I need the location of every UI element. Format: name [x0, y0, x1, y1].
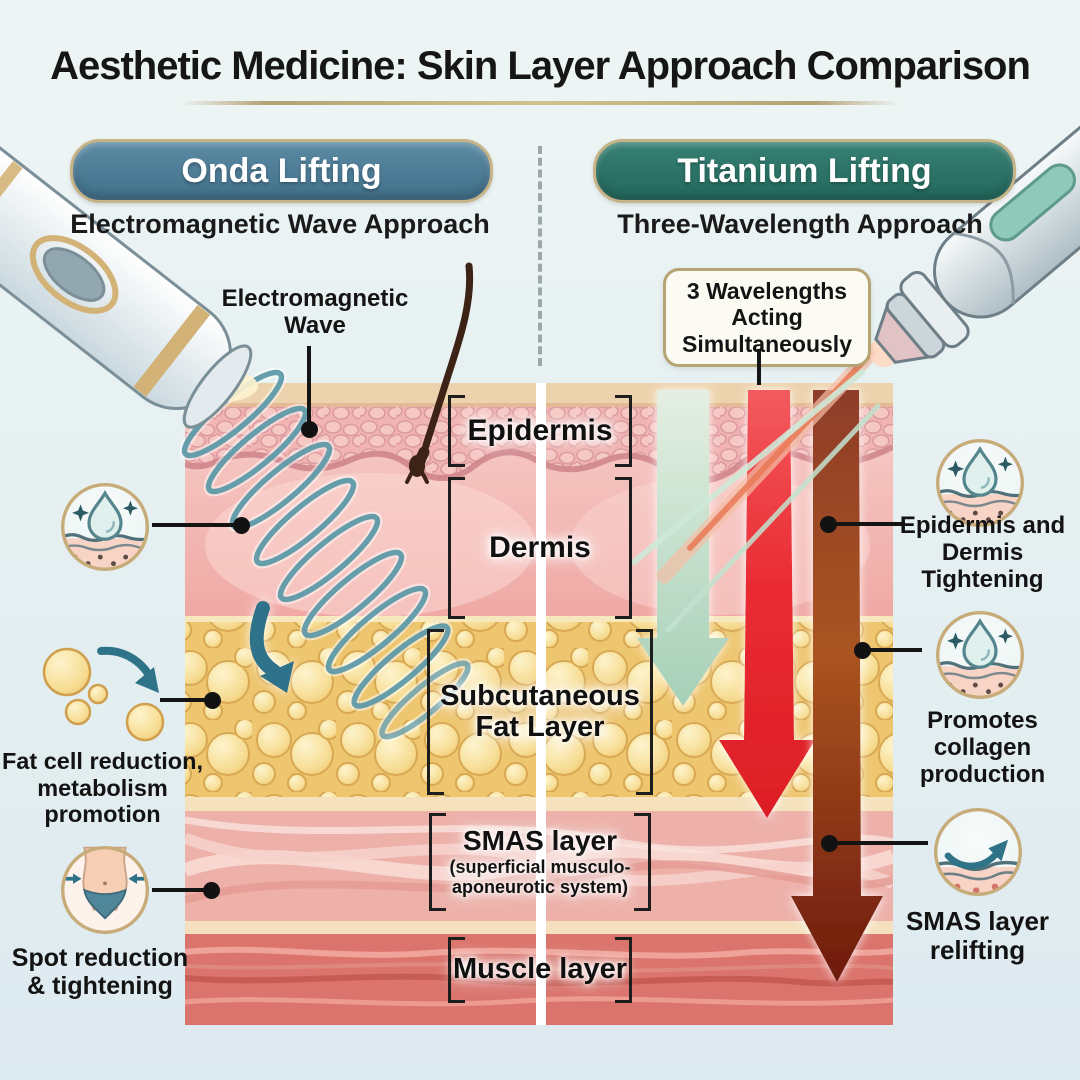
waist-slimming-icon: [60, 845, 150, 935]
hair-follicle: [405, 262, 474, 484]
epidermis-dermis-tightening-label: Epidermis and Dermis Tightening: [899, 512, 1066, 594]
collagen-production-label: Promotes collagen production: [919, 707, 1046, 789]
droplet-sparkle-skin-icon: [933, 608, 1027, 702]
titanium-subtitle: Three-Wavelength Approach: [617, 209, 983, 239]
layer-name: Muscle layer: [452, 953, 628, 986]
fat-reduction-label: Fat cell reduction, metabolism promotion: [1, 748, 204, 828]
smas-leader-line-left: [152, 888, 204, 892]
column-divider-dashed: [538, 146, 542, 366]
spot-reduction-label: Spot reduction & tightening: [11, 944, 189, 1001]
smas-relifting-icon: [931, 805, 1025, 899]
collagen-leader-dot: [854, 642, 871, 659]
bracket-right: [636, 629, 653, 795]
tightening-leader-dot: [820, 516, 837, 533]
wave-leader-line: [307, 346, 311, 424]
bracket-right: [634, 813, 651, 911]
bracket-right: [615, 395, 632, 467]
layer-name: SMAS layer: [462, 825, 618, 857]
smas-leader-dot-left: [203, 882, 220, 899]
onda-lifting-header: Onda Lifting: [70, 139, 493, 203]
bracket-left: [448, 937, 465, 1003]
fat-leader-line: [160, 698, 206, 702]
laser-beams: [631, 345, 881, 633]
droplet-sparkle-skin-icon: [58, 480, 152, 574]
bracket-left: [429, 813, 446, 911]
fat-cells-icon: [42, 646, 165, 742]
dermis-leader-line-left: [152, 523, 241, 527]
page-title: Aesthetic Medicine: Skin Layer Approach …: [50, 44, 1031, 88]
wave-leader-dot: [301, 421, 318, 438]
dermis-leader-dot-left: [233, 517, 250, 534]
relift-leader-dot: [821, 835, 838, 852]
bracket-left: [427, 629, 444, 795]
layer-label-muscle: Muscle layer: [448, 937, 632, 1003]
electromagnetic-wave-label: Electromagnetic Wave: [221, 285, 409, 339]
callout-leader-line: [757, 349, 761, 385]
wavelength-arrow-deep: [791, 390, 883, 982]
title-underline: [180, 101, 900, 105]
bracket-left: [448, 477, 465, 619]
layer-label-subcutaneous-fat: Subcutaneous Fat Layer: [427, 629, 653, 795]
smas-relifting-label: SMAS layer relifting: [905, 906, 1050, 966]
layer-name: Dermis: [489, 530, 591, 564]
onda-subtitle: Electromagnetic Wave Approach: [70, 209, 490, 239]
layer-name: Subcutaneous Fat Layer: [440, 679, 640, 743]
layer-label-epidermis: Epidermis: [448, 395, 632, 467]
bracket-right: [615, 937, 632, 1003]
layer-subname: (superficial musculo- aponeurotic system…: [449, 857, 631, 898]
bracket-right: [615, 477, 632, 619]
tightening-leader-line: [831, 522, 905, 526]
relift-leader-line: [833, 841, 928, 845]
fat-leader-dot: [204, 692, 221, 709]
panel-divider: [536, 383, 546, 1025]
layer-name: Epidermis: [467, 413, 613, 447]
three-wavelengths-callout: 3 Wavelengths Acting Simultaneously: [663, 268, 871, 368]
bracket-left: [448, 395, 465, 467]
laser-pen-illustration: [869, 51, 1080, 367]
layer-label-smas: SMAS layer (superficial musculo- aponeur…: [429, 813, 651, 911]
titanium-lifting-header: Titanium Lifting: [593, 139, 1016, 203]
energy-down-arrow: [249, 601, 294, 693]
layer-label-dermis: Dermis: [448, 477, 632, 619]
onda-handpiece-illustration: [0, 119, 258, 429]
collagen-leader-line: [867, 648, 922, 652]
